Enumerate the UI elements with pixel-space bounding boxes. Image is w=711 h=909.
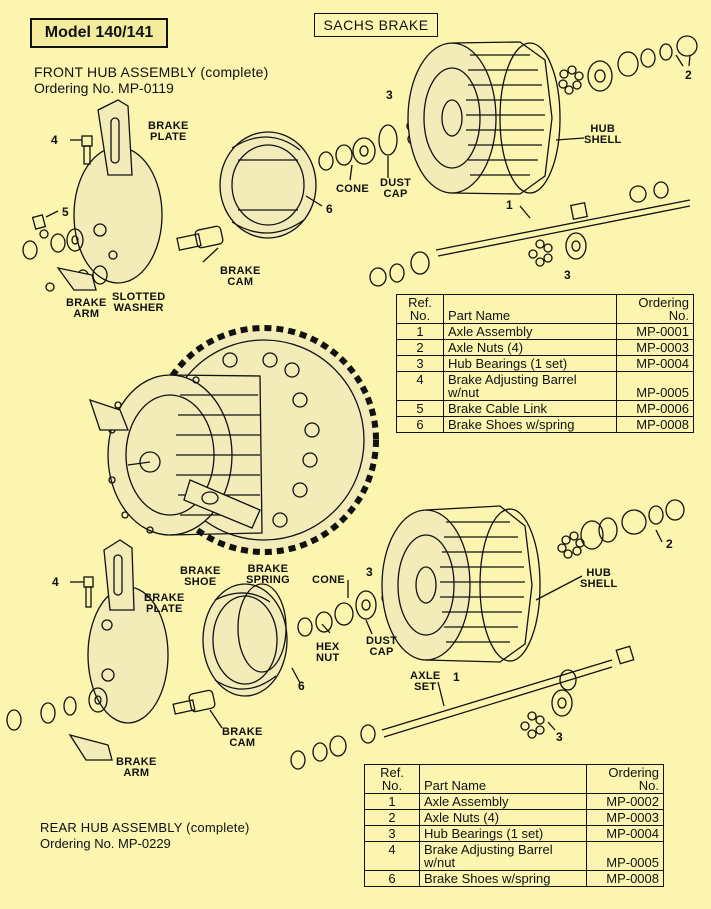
rear-brake-arm [68, 733, 113, 761]
assembled-rear-hub [88, 325, 379, 555]
rear-callout-2: 2 [666, 537, 673, 551]
rear-brake-shoes [202, 583, 301, 697]
front-cable-link [31, 210, 59, 239]
front-axle [435, 181, 691, 257]
rear-adjusting-barrel [70, 576, 94, 608]
rear-axle [360, 645, 635, 744]
rear-callout-6: 6 [298, 679, 305, 693]
rear-ordering-number: Ordering No. MP-0229 [40, 836, 171, 851]
front-callout-3a: 3 [386, 88, 393, 102]
front-ordering-number: Ordering No. MP-0119 [34, 80, 174, 96]
front-assembly-title: FRONT HUB ASSEMBLY (complete) [34, 64, 269, 80]
front-brake-shoes [219, 131, 323, 239]
model-label: Model 140/141 [30, 18, 168, 48]
rear-lower-bearings [290, 689, 573, 770]
brand-label: SACHS BRAKE [314, 13, 438, 37]
front-hub-shell [407, 41, 585, 195]
rear-callout-1: 1 [453, 670, 460, 684]
front-brake-arm [56, 267, 97, 291]
rear-callout-3a: 3 [366, 565, 373, 579]
rear-hub-shell [381, 505, 583, 663]
rear-right-bearings [557, 499, 685, 559]
front-cone-dustcap [318, 124, 398, 181]
rear-brake-plate [87, 539, 169, 724]
rear-brake-cam [172, 689, 223, 729]
front-lower-bearings [369, 232, 587, 287]
front-callout-3b: 3 [564, 268, 571, 282]
header-ref: Ref.No. [364, 764, 420, 794]
front-brake-cam [176, 225, 224, 263]
front-callout-1: 1 [506, 198, 513, 212]
front-right-bearings [558, 35, 698, 95]
rear-assembly-title: REAR HUB ASSEMBLY (complete) [40, 820, 250, 835]
front-callout-6: 6 [326, 202, 333, 216]
rear-callout-3b: 3 [556, 730, 563, 744]
header-ref: Ref.No. [396, 294, 444, 324]
rear-left-nuts [6, 687, 108, 731]
rear-callout-4: 4 [52, 575, 59, 589]
header-part-name: Part Name [419, 764, 587, 794]
header-part-name: Part Name [443, 294, 617, 324]
front-brake-plate [73, 99, 163, 284]
rear-cone-hexnut [297, 580, 377, 637]
rear-label-cone: CONE [312, 574, 345, 586]
front-adjusting-barrel [70, 135, 93, 165]
front-callout-5: 5 [62, 205, 69, 219]
front-callout-4: 4 [51, 133, 58, 147]
front-label-cone: CONE [336, 183, 369, 195]
front-callout-2: 2 [685, 68, 692, 82]
